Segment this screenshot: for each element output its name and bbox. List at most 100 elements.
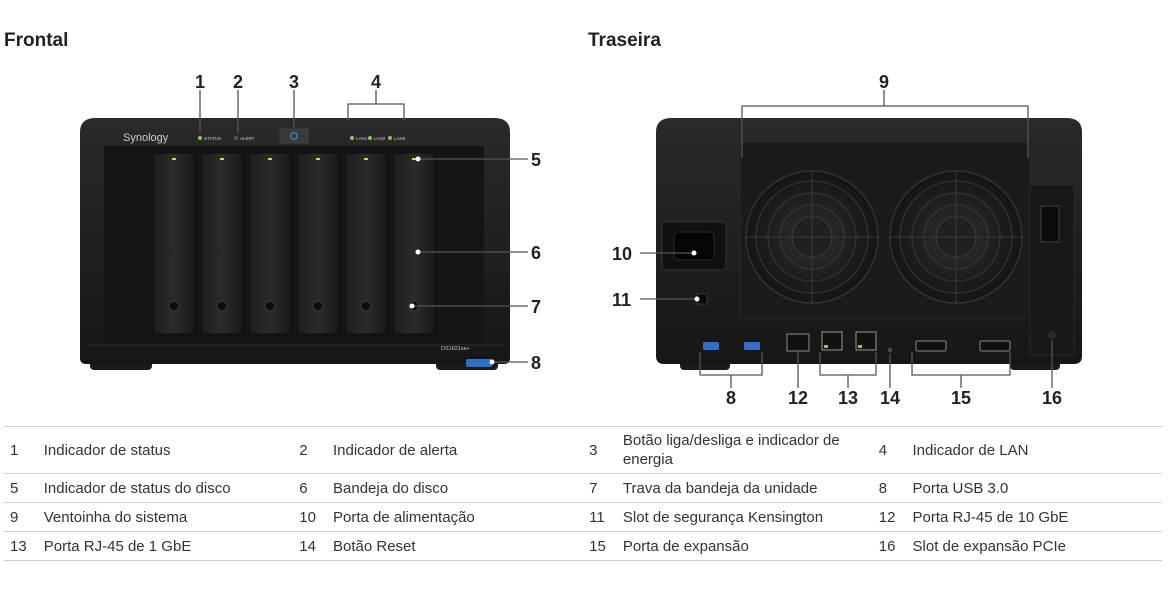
led-label-alert: ALERT — [240, 136, 255, 141]
disk-status-led — [364, 158, 368, 160]
disk-status-led — [172, 158, 176, 160]
drive-tray — [296, 152, 340, 335]
legend-description: Trava da bandeja da unidade — [616, 473, 873, 503]
legend-number: 11 — [583, 502, 617, 532]
tray-lock[interactable] — [312, 300, 324, 312]
rear-view-title: Traseira — [588, 30, 661, 51]
callout-3: 3 — [289, 72, 299, 92]
lan3-led — [388, 136, 392, 140]
tray-lock[interactable] — [264, 300, 276, 312]
callout-numbers: 1 2 3 4 5 6 7 8 9 10 11 8 12 13 14 15 16 — [195, 72, 1062, 408]
brand-logo: Synology — [123, 132, 169, 144]
led-label-lan2: LAN2 — [374, 136, 386, 141]
power-icon — [290, 132, 298, 140]
legend-description: Ventoinha do sistema — [37, 502, 294, 532]
legend-number: 6 — [293, 473, 327, 503]
callout-16: 16 — [1042, 388, 1062, 408]
legend-number: 8 — [872, 473, 907, 503]
legend-number: 16 — [872, 531, 907, 561]
legend-number: 3 — [583, 426, 617, 474]
drive-tray — [392, 152, 436, 335]
power-button[interactable] — [279, 128, 309, 144]
callout-13: 13 — [838, 388, 858, 408]
legend-description: Porta RJ-45 de 10 GbE — [906, 502, 1162, 532]
legend-number: 14 — [293, 531, 327, 561]
callout-15: 15 — [951, 388, 971, 408]
legend-description: Botão Reset — [327, 531, 584, 561]
lan1-led — [350, 136, 354, 140]
callout-12: 12 — [788, 388, 808, 408]
power-inlet-socket — [673, 231, 715, 261]
rear-usb-port-1 — [703, 342, 719, 350]
callout-9: 9 — [879, 72, 889, 92]
callout-1: 1 — [195, 72, 205, 92]
callout-5: 5 — [531, 150, 541, 170]
front-usb-port — [466, 359, 492, 367]
legend-number: 5 — [4, 473, 38, 503]
legend-number: 7 — [583, 473, 617, 503]
device-diagram: Synology STATUS ALERT LAN1 LAN2 LAN3 DS1… — [80, 72, 1082, 408]
alert-led — [234, 136, 238, 140]
system-fan-left — [745, 170, 879, 304]
lan-port-led — [824, 345, 828, 348]
disk-status-led — [412, 158, 416, 160]
drive-tray — [248, 152, 292, 335]
system-fan-right — [889, 170, 1023, 304]
rear-usb-port-2 — [744, 342, 760, 350]
rj45-10gbe-port — [786, 333, 810, 352]
model-label: DS1621xs+ — [441, 346, 470, 352]
legend-number: 12 — [872, 502, 907, 532]
disk-status-led — [268, 158, 272, 160]
legend-description: Porta RJ-45 de 1 GbE — [37, 531, 294, 561]
reset-button[interactable] — [887, 347, 893, 353]
callout-11: 11 — [612, 290, 631, 310]
front-view-title: Frontal — [4, 30, 69, 51]
callout-10: 10 — [612, 244, 632, 264]
callout-8-front: 8 — [531, 353, 541, 373]
tray-lock[interactable] — [360, 300, 372, 312]
drive-tray — [200, 152, 244, 335]
front-unit: Synology STATUS ALERT LAN1 LAN2 LAN3 DS1… — [80, 118, 510, 370]
legend-description: Indicador de alerta — [327, 426, 584, 474]
callout-6: 6 — [531, 243, 541, 263]
tray-lock[interactable] — [216, 300, 228, 312]
legend-description: Slot de segurança Kensington — [616, 502, 873, 532]
pcie-screw — [1048, 331, 1056, 339]
legend-number: 13 — [4, 531, 38, 561]
pcie-latch — [1040, 205, 1060, 243]
disk-status-led — [220, 158, 224, 160]
callout-2: 2 — [233, 72, 243, 92]
led-label-lan1: LAN1 — [356, 136, 368, 141]
legend-description: Indicador de LAN — [906, 426, 1162, 474]
legend-description: Botão liga/desliga e indicador de energi… — [616, 426, 873, 474]
legend-description: Porta de expansão — [616, 531, 873, 561]
lan2-led — [368, 136, 372, 140]
legend-number: 2 — [293, 426, 327, 474]
legend-description: Indicador de status — [37, 426, 294, 474]
drive-tray — [344, 152, 388, 335]
led-label-lan3: LAN3 — [394, 136, 406, 141]
legend-number: 9 — [4, 502, 38, 532]
legend-number: 10 — [293, 502, 327, 532]
legend-description: Indicador de status do disco — [37, 473, 294, 503]
status-led — [198, 136, 202, 140]
disk-status-led — [316, 158, 320, 160]
expansion-port-1 — [915, 340, 947, 352]
callout-8-rear: 8 — [726, 388, 736, 408]
legend-description: Porta USB 3.0 — [906, 473, 1162, 503]
legend-number: 4 — [872, 426, 907, 474]
tray-lock[interactable] — [168, 300, 180, 312]
drive-trays — [152, 152, 436, 335]
legend-description: Porta de alimentação — [327, 502, 584, 532]
rear-unit — [656, 118, 1082, 370]
lan-port-led — [858, 345, 862, 348]
callout-4: 4 — [371, 72, 381, 92]
rear-pcie-cover — [1029, 184, 1075, 356]
callout-lines — [199, 90, 1053, 388]
expansion-port-2 — [979, 340, 1011, 352]
legend-number: 15 — [583, 531, 617, 561]
